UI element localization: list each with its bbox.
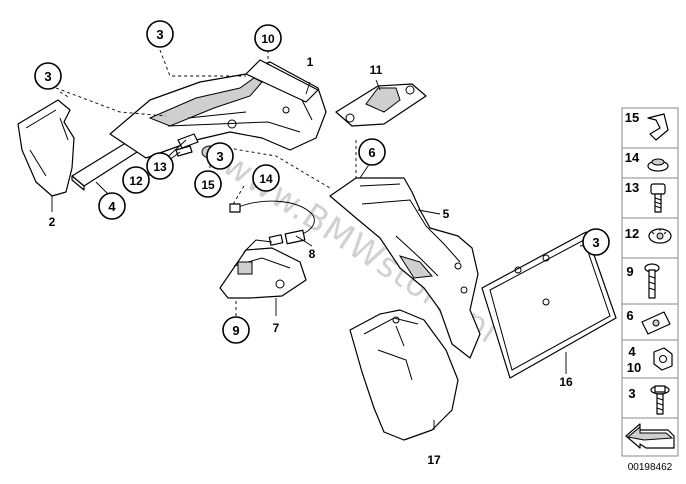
- legend-row-14: 14: [621, 147, 679, 179]
- svg-text:12: 12: [129, 174, 143, 188]
- callout-10: 10: [254, 24, 282, 52]
- svg-text:6: 6: [626, 308, 633, 323]
- svg-text:7: 7: [273, 321, 280, 335]
- legend-row-13: 13: [621, 177, 679, 219]
- callout-2: 2: [49, 215, 56, 229]
- svg-text:5: 5: [443, 207, 450, 221]
- callout-3-right: 3: [582, 228, 610, 256]
- svg-text:1: 1: [307, 55, 314, 69]
- legend-row-4-10: 4 10: [621, 339, 679, 379]
- svg-text:15: 15: [625, 110, 639, 125]
- svg-text:3: 3: [44, 69, 51, 84]
- callout-3-top: 3: [146, 20, 174, 48]
- direction-arrow-icon: [625, 423, 675, 449]
- svg-text:3: 3: [216, 149, 223, 164]
- svg-text:12: 12: [625, 226, 639, 241]
- svg-text:10: 10: [627, 360, 641, 375]
- svg-text:9: 9: [232, 323, 239, 338]
- leader-lines: [51, 49, 597, 430]
- callout-9: 9: [222, 316, 250, 344]
- svg-text:13: 13: [153, 160, 167, 174]
- cable-clip-icon: [647, 113, 669, 141]
- legend-row-15: 15: [621, 107, 679, 149]
- callout-8: 8: [309, 247, 316, 261]
- svg-text:11: 11: [370, 63, 383, 77]
- callout-6: 6: [358, 138, 386, 166]
- callout-17: 17: [427, 453, 441, 467]
- legend-row-3: 3: [621, 377, 679, 419]
- expanding-rivet-icon: [648, 228, 672, 244]
- svg-text:3: 3: [592, 235, 599, 250]
- svg-text:3: 3: [628, 386, 635, 401]
- callout-5: 5: [443, 207, 450, 221]
- diagram-code: 00198462: [628, 462, 673, 473]
- callout-7: 7: [273, 321, 280, 335]
- svg-text:16: 16: [559, 375, 573, 389]
- svg-text:9: 9: [626, 264, 633, 279]
- grommet-icon: [647, 158, 669, 172]
- socket-head-bolt-icon: [650, 183, 666, 213]
- part-17-splash-guard: [349, 309, 459, 441]
- hex-nut-icon: [653, 347, 673, 371]
- callout-3-mid: 3: [206, 142, 234, 170]
- callout-1: 1: [307, 55, 314, 69]
- svg-text:13: 13: [625, 180, 639, 195]
- svg-text:8: 8: [309, 247, 316, 261]
- svg-text:14: 14: [259, 172, 273, 186]
- part-1-rear-carrier: [109, 59, 327, 159]
- part-7-holder: [219, 239, 307, 299]
- callout-4: 4: [98, 192, 126, 220]
- svg-text:2: 2: [49, 215, 56, 229]
- spring-nut-icon: [641, 311, 671, 335]
- part-11-bracket: [335, 83, 427, 127]
- legend-row-9: 9: [621, 257, 679, 305]
- callout-13: 13: [146, 152, 174, 180]
- svg-text:14: 14: [625, 150, 640, 165]
- svg-text:10: 10: [261, 32, 275, 46]
- callout-12: 12: [122, 166, 150, 194]
- part-5-mudguard-housing: [329, 177, 481, 359]
- part-16-number-plate: [481, 231, 617, 379]
- hex-screw-icon: [644, 263, 660, 299]
- legend-row-6: 6: [621, 303, 679, 341]
- svg-text:17: 17: [427, 453, 441, 467]
- callout-16: 16: [559, 375, 573, 389]
- fastener-legend: 15 14 13 12: [621, 107, 679, 473]
- legend-row-12: 12: [621, 217, 679, 259]
- svg-text:4: 4: [628, 344, 636, 359]
- callout-11: 11: [370, 63, 383, 77]
- part-2-side-cover: [17, 99, 75, 197]
- svg-text:15: 15: [201, 178, 215, 192]
- callout-15: 15: [194, 170, 222, 198]
- svg-text:3: 3: [156, 27, 163, 42]
- direction-arrow-box: [621, 417, 679, 457]
- part-8-cable: [229, 200, 315, 246]
- callout-3-left: 3: [34, 62, 62, 90]
- callout-14: 14: [252, 164, 280, 192]
- svg-text:4: 4: [108, 199, 116, 214]
- flange-bolt-icon: [650, 385, 670, 415]
- svg-text:6: 6: [368, 145, 375, 160]
